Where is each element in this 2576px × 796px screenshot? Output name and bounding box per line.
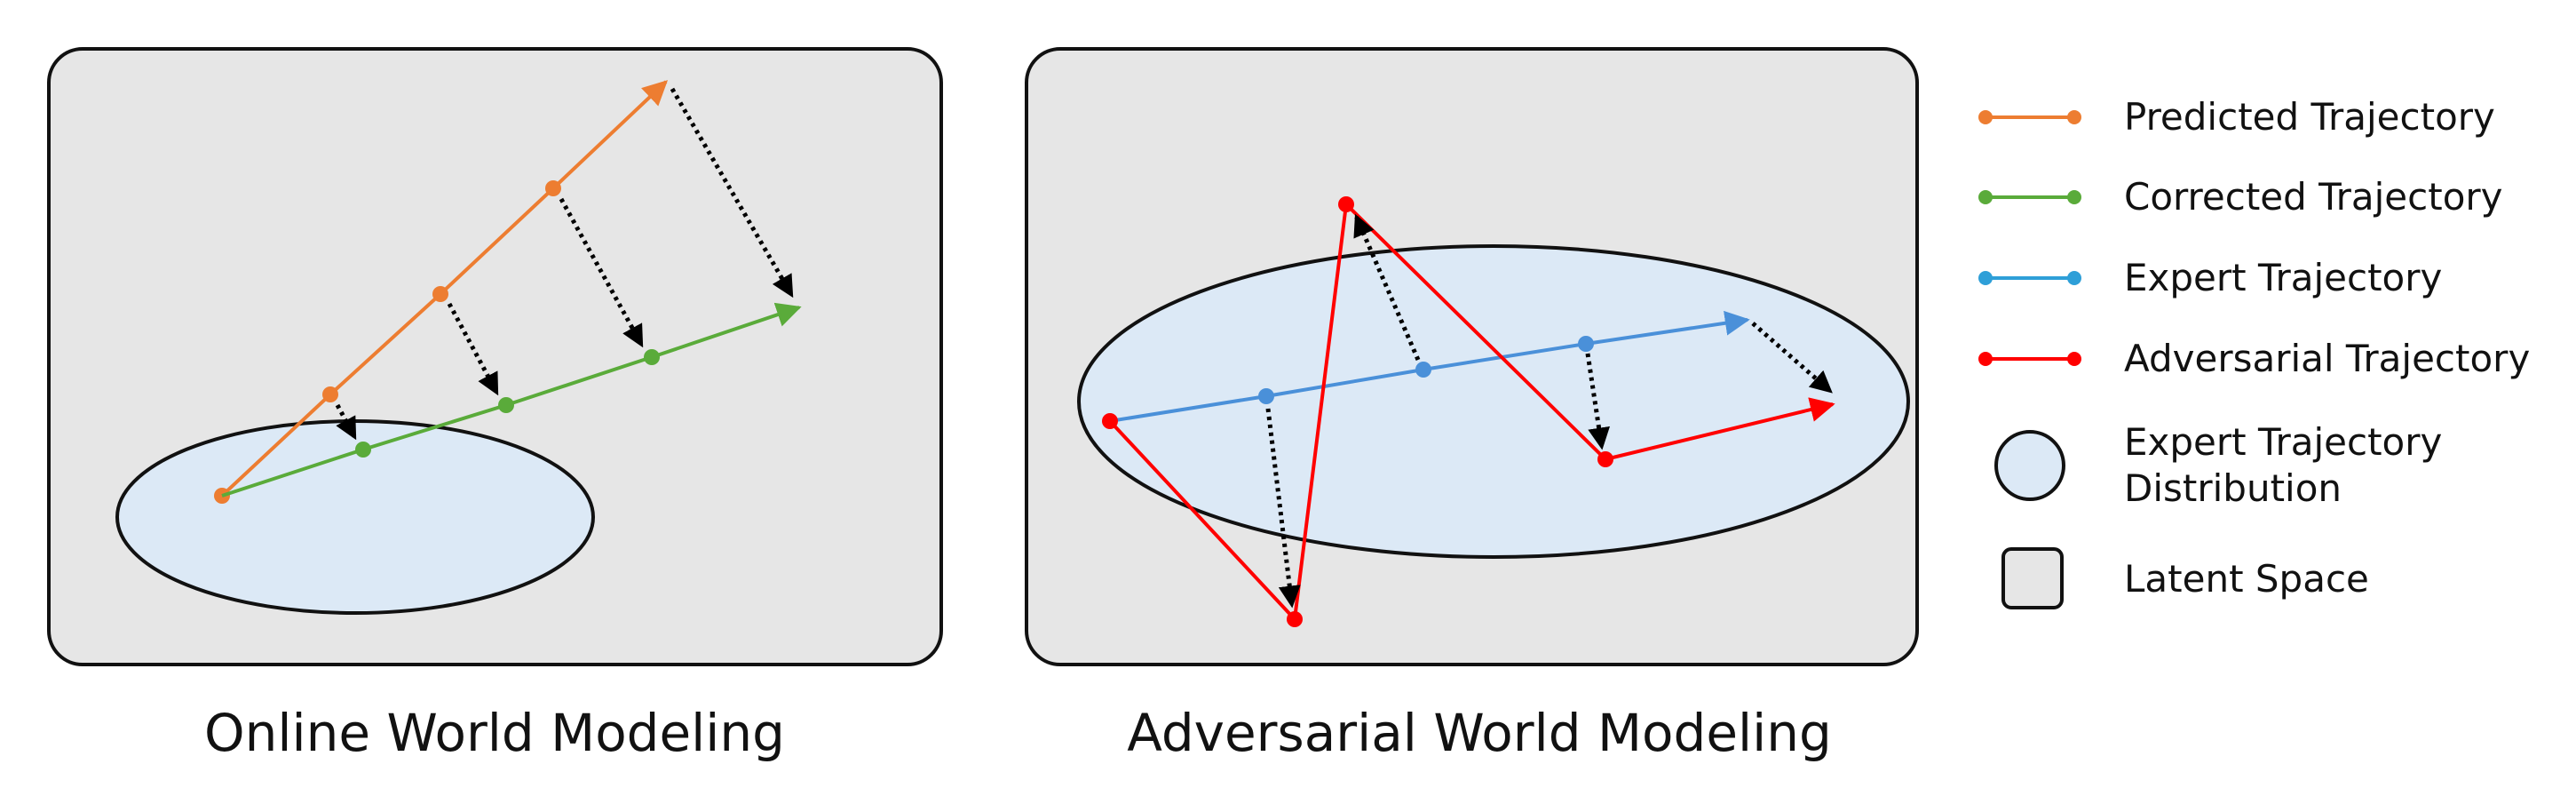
- legend-item-adversarial: Adversarial Trajectory: [1978, 337, 2530, 380]
- perturbation-arrow: [1265, 408, 1301, 609]
- correction-arrow: [335, 403, 358, 441]
- legend-label: Corrected Trajectory: [2124, 175, 2503, 219]
- panel-title-adversarial: Adversarial World Modeling: [1127, 703, 1832, 763]
- blue-line-with-dots-icon: [1978, 271, 2081, 285]
- predicted-point: [432, 286, 448, 302]
- expert-distribution-ellipse: [115, 419, 595, 615]
- legend-label: Expert Trajectory: [2124, 256, 2442, 299]
- gray-square-icon: [2001, 547, 2064, 609]
- orange-line-with-dots-icon: [1978, 110, 2081, 124]
- perturbation-arrows: [1265, 213, 1833, 609]
- legend-item-expert: Expert Trajectory: [1978, 256, 2442, 299]
- legend-label: Expert Trajectory Distribution: [2124, 420, 2454, 510]
- correction-arrow: [447, 302, 500, 396]
- legend-label-line: Distribution: [2124, 466, 2342, 510]
- green-line-with-dots-icon: [1978, 190, 2081, 204]
- adversarial-point: [1597, 451, 1613, 467]
- adversarial-point: [1287, 611, 1303, 627]
- expert-point: [1578, 336, 1594, 352]
- perturbation-arrow: [1751, 322, 1833, 394]
- legend-label: Predicted Trajectory: [2124, 95, 2495, 139]
- light-blue-circle-icon: [1994, 430, 2065, 501]
- predicted-point: [322, 386, 338, 402]
- adversarial-trajectory: [1102, 196, 1835, 627]
- expert-point: [1258, 388, 1274, 404]
- corrected-point: [644, 349, 660, 365]
- adversarial-point: [1102, 413, 1118, 429]
- corrected-point: [498, 397, 514, 413]
- predicted-point: [545, 180, 561, 196]
- predicted-trajectory: [214, 80, 669, 504]
- expert-trajectory: [1109, 310, 1750, 423]
- adversarial-point: [1338, 196, 1354, 212]
- adversarial-world-modeling-panel: Adversarial World Modeling: [1025, 47, 1919, 763]
- legend-label: Latent Space: [2124, 557, 2369, 601]
- corrected-trajectory: [221, 302, 802, 498]
- expert-point: [1415, 362, 1431, 378]
- legend-item-corrected: Corrected Trajectory: [1978, 175, 2503, 219]
- legend: Predicted Trajectory Corrected Trajector…: [1978, 95, 2530, 609]
- expert-distribution-ellipse: [1077, 244, 1910, 559]
- online-world-modeling-panel: Online World Modeling: [47, 47, 943, 763]
- corrected-point: [355, 442, 371, 458]
- correction-arrows: [335, 87, 795, 441]
- perturbation-arrow: [1353, 213, 1421, 361]
- legend-item-distribution: Expert Trajectory Distribution: [1994, 420, 2454, 510]
- legend-label: Adversarial Trajectory: [2124, 337, 2530, 380]
- legend-label-line: Expert Trajectory: [2124, 420, 2442, 464]
- panel-title-online: Online World Modeling: [204, 703, 785, 763]
- legend-item-latent-space: Latent Space: [2001, 547, 2369, 609]
- red-line-with-dots-icon: [1978, 352, 2081, 366]
- legend-item-predicted: Predicted Trajectory: [1978, 95, 2495, 139]
